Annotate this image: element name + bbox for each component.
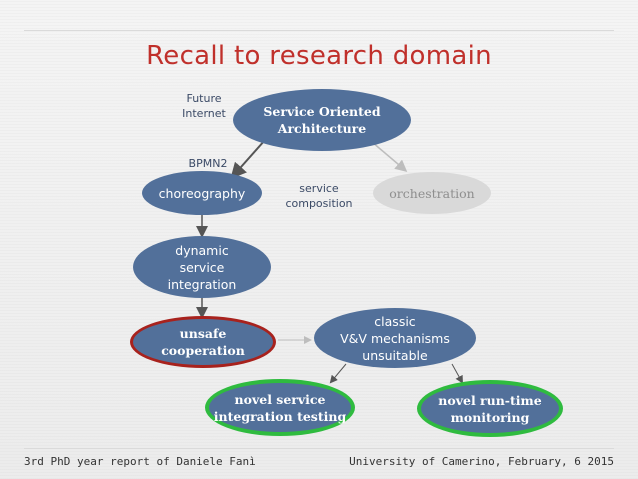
node-classic-label: classic V&V mechanisms unsuitable: [340, 313, 450, 363]
node-monitoring-label: novel run-time monitoring: [438, 392, 542, 425]
note-future-internet: Future Internet: [182, 92, 226, 120]
note-bpmn2: BPMN2: [188, 157, 228, 170]
arrow-soa-to-choreography: [230, 139, 266, 179]
footer-right: University of Camerino, February, 6 2015: [349, 455, 614, 468]
footer-left: 3rd PhD year report of Daniele Fanì: [24, 455, 256, 468]
node-classic-vv-mechanisms[interactable]: classic V&V mechanisms unsuitable: [314, 308, 476, 368]
bottom-rule: [24, 448, 614, 449]
node-novel-runtime-monitoring[interactable]: novel run-time monitoring: [417, 380, 563, 437]
node-dynamic-service-integration[interactable]: dynamic service integration: [133, 236, 271, 298]
node-dynamic-label: dynamic service integration: [167, 242, 237, 292]
node-unsafe-cooperation[interactable]: unsafe cooperation: [130, 316, 276, 368]
node-testing-label: novel service integration testing: [213, 391, 347, 424]
note-service-composition: service composition: [285, 182, 353, 210]
slide-title: Recall to research domain: [146, 41, 492, 71]
node-soa-label: Service Oriented Architecture: [263, 104, 381, 136]
node-unsafe-label: unsafe cooperation: [161, 326, 245, 358]
node-choreography-label: choreography: [158, 185, 246, 201]
arrow-classic-to-monitoring: [451, 363, 463, 384]
arrow-classic-to-testing: [329, 363, 347, 384]
node-choreography[interactable]: choreography: [142, 171, 262, 215]
top-rule: [24, 30, 614, 31]
node-service-oriented-architecture[interactable]: Service Oriented Architecture: [233, 89, 411, 151]
node-novel-integration-testing[interactable]: novel service integration testing: [205, 379, 355, 436]
arrow-soa-to-orchestration: [371, 141, 408, 172]
node-orchestration-label: orchestration: [389, 185, 475, 201]
node-orchestration[interactable]: orchestration: [373, 172, 491, 214]
